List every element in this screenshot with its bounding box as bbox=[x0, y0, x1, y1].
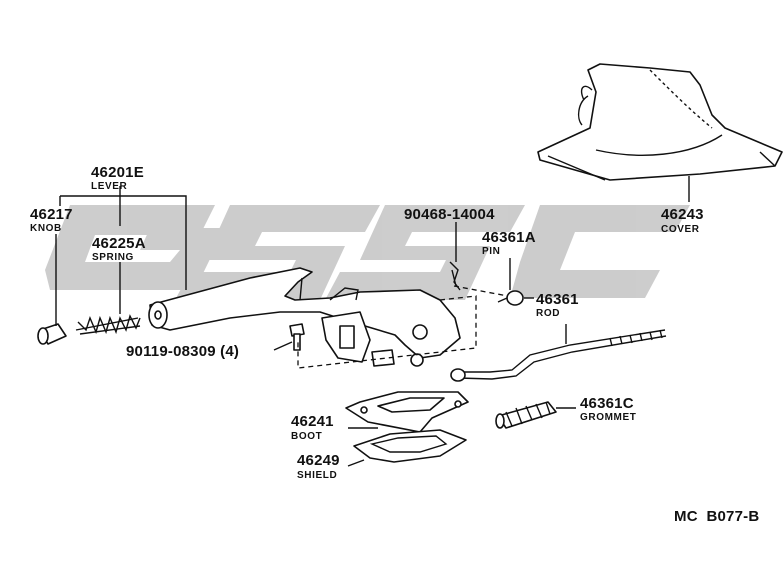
leader-lines bbox=[55, 176, 690, 467]
grommet-part bbox=[495, 401, 557, 429]
part-number: 46361C bbox=[580, 395, 634, 412]
part-number: 46249 bbox=[297, 452, 340, 469]
part-name: KNOB bbox=[30, 223, 62, 234]
watermark-logo bbox=[45, 205, 690, 300]
callout-90468: 90468-14004 bbox=[404, 206, 495, 223]
bolt-part bbox=[289, 323, 305, 351]
part-name: GROMMET bbox=[580, 412, 636, 423]
callout-46217: 46217 KNOB bbox=[30, 206, 73, 234]
callout-46361A: 46361A PIN bbox=[482, 229, 536, 257]
callout-46201E: 46201E LEVER bbox=[91, 164, 144, 192]
part-name: PIN bbox=[482, 246, 500, 257]
diagram-reference-code: MC B077-B bbox=[674, 508, 759, 525]
part-number: 46361A bbox=[482, 229, 536, 246]
part-number: 90468-14004 bbox=[404, 206, 495, 223]
pin-part bbox=[497, 290, 524, 306]
part-name: SPRING bbox=[92, 252, 134, 263]
part-name: COVER bbox=[661, 224, 700, 235]
shield-part bbox=[353, 429, 467, 463]
part-number: 46241 bbox=[291, 413, 334, 430]
cover-part bbox=[537, 63, 783, 181]
callout-46241: 46241 BOOT bbox=[291, 413, 334, 442]
callout-46361: 46361 ROD bbox=[536, 291, 579, 319]
part-number: 46225A bbox=[92, 235, 146, 252]
part-name: BOOT bbox=[291, 431, 322, 442]
part-name: ROD bbox=[536, 308, 560, 319]
callout-46225A: 46225A SPRING bbox=[92, 235, 146, 263]
rod-part bbox=[450, 329, 667, 382]
assembly-dashed-lines bbox=[297, 285, 509, 369]
callout-46243: 46243 COVER bbox=[661, 206, 704, 235]
boot-part bbox=[345, 391, 469, 433]
part-number: 46201E bbox=[91, 164, 144, 181]
knob-part bbox=[37, 323, 67, 345]
spring-part bbox=[75, 314, 141, 335]
part-number: 46217 bbox=[30, 206, 73, 223]
callout-90119: 90119-08309 (4) bbox=[126, 343, 239, 360]
part-name: LEVER bbox=[91, 181, 128, 192]
lever-part bbox=[148, 267, 461, 367]
part-number: 46361 bbox=[536, 291, 579, 308]
callout-46249: 46249 SHIELD bbox=[297, 452, 340, 481]
part-number: 90119-08309 (4) bbox=[126, 343, 239, 360]
part-name: SHIELD bbox=[297, 470, 337, 481]
callout-46361C: 46361C GROMMET bbox=[580, 395, 636, 423]
part-number: 46243 bbox=[661, 206, 704, 223]
